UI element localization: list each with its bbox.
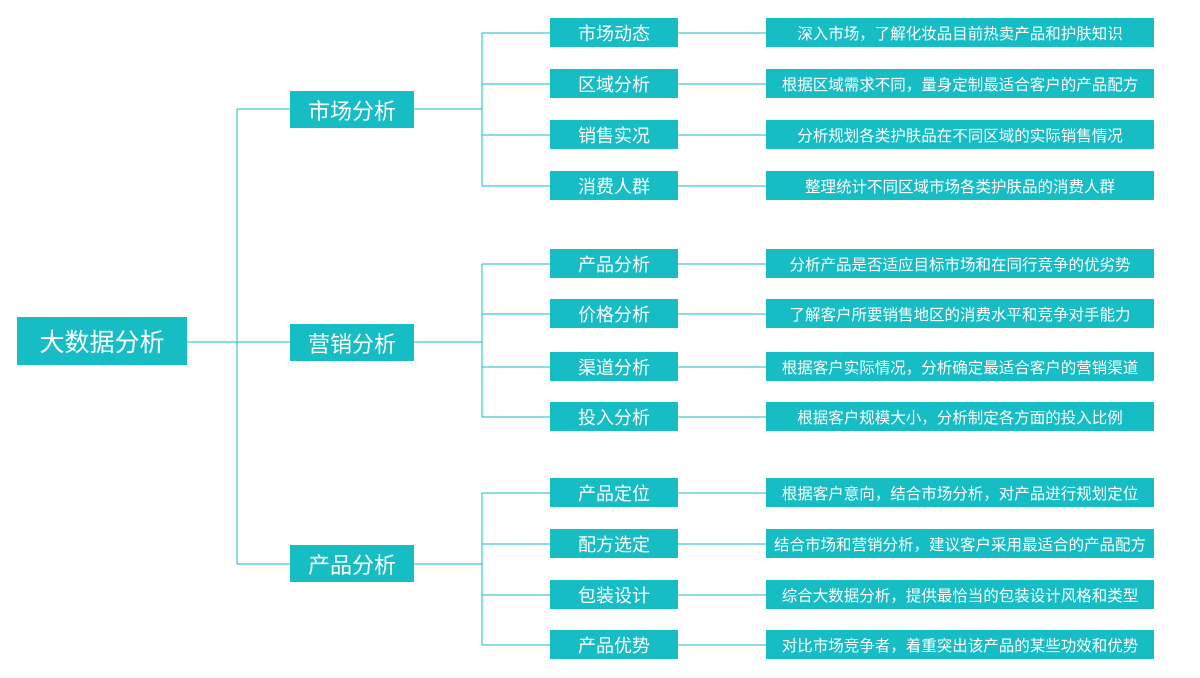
- description-consumer-groups: 整理统计不同区域市场各类护肤品的消费人群: [766, 171, 1154, 200]
- description-product-advantages: 对比市场竞争者，着重突出该产品的某些功效和优势: [766, 630, 1154, 659]
- category-node-market: 市场分析: [290, 91, 414, 128]
- description-regional-analysis: 根据区域需求不同，量身定制最适合客户的产品配方: [766, 69, 1154, 98]
- leaf-node-consumer-groups: 消费人群: [550, 171, 678, 200]
- description-market-dynamics: 深入市场，了解化妆品目前热卖产品和护肤知识: [766, 18, 1154, 47]
- leaf-node-sales-status: 销售实况: [550, 120, 678, 149]
- description-product-analysis: 分析产品是否适应目标市场和在同行竞争的优劣势: [766, 249, 1154, 278]
- description-product-positioning: 根据客户意向，结合市场分析，对产品进行规划定位: [766, 478, 1154, 507]
- leaf-node-regional-analysis: 区域分析: [550, 69, 678, 98]
- description-sales-status: 分析规划各类护肤品在不同区域的实际销售情况: [766, 120, 1154, 149]
- category-node-marketing: 营销分析: [290, 324, 414, 361]
- leaf-node-product-advantages: 产品优势: [550, 630, 678, 659]
- description-channel-analysis: 根据客户实际情况，分析确定最适合客户的营销渠道: [766, 352, 1154, 381]
- description-formula-selection: 结合市场和营销分析，建议客户采用最适合的产品配方: [766, 529, 1154, 558]
- category-node-product: 产品分析: [290, 545, 414, 582]
- description-investment-analysis: 根据客户规模大小，分析制定各方面的投入比例: [766, 402, 1154, 431]
- leaf-node-price-analysis: 价格分析: [550, 299, 678, 328]
- description-price-analysis: 了解客户所要销售地区的消费水平和竞争对手能力: [766, 299, 1154, 328]
- description-packaging-design: 综合大数据分析，提供最恰当的包装设计风格和类型: [766, 580, 1154, 609]
- leaf-node-investment-analysis: 投入分析: [550, 402, 678, 431]
- leaf-node-channel-analysis: 渠道分析: [550, 352, 678, 381]
- leaf-node-product-positioning: 产品定位: [550, 478, 678, 507]
- leaf-node-product-analysis: 产品分析: [550, 249, 678, 278]
- leaf-node-market-dynamics: 市场动态: [550, 18, 678, 47]
- leaf-node-formula-selection: 配方选定: [550, 529, 678, 558]
- root-node: 大数据分析: [17, 317, 187, 365]
- leaf-node-packaging-design: 包装设计: [550, 580, 678, 609]
